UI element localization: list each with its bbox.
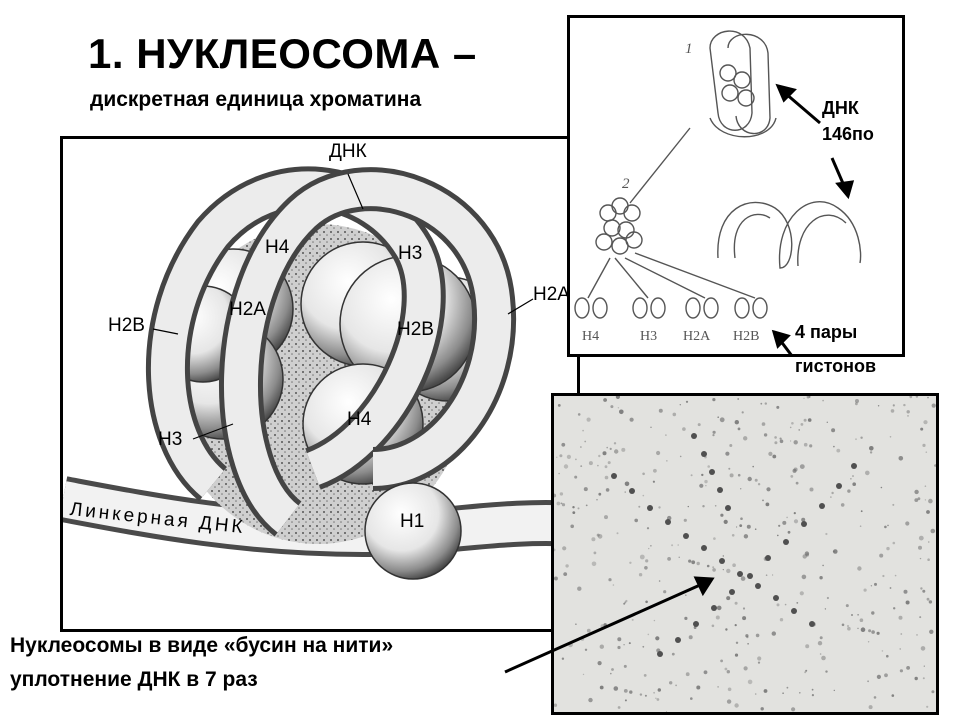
label-h2a-right: H2A (533, 284, 570, 305)
schema-h2a: H2A (683, 329, 711, 344)
nucleosome-illustration: ДНК H4 H3 H2A H2A H2B H2B H4 H3 H1 Линке… (58, 136, 580, 632)
micrograph-image (554, 396, 936, 712)
label-h1: H1 (400, 511, 425, 532)
schema-step-2: 2 (622, 176, 630, 192)
annotation-dna-line1: ДНК (822, 98, 859, 118)
schematic-drawing: 1 2 H4 H3 H2A H2B (574, 30, 862, 357)
page-title: 1. НУКЛЕОСОМА – (88, 30, 477, 77)
annotation-histones-line1: 4 пары (795, 322, 858, 342)
annotation-dna-line2: 146по (822, 124, 874, 144)
schema-h4: H4 (582, 329, 599, 344)
label-h4-top: H4 (265, 237, 290, 258)
label-dna: ДНК (329, 141, 367, 162)
schema-step-1: 1 (685, 41, 693, 57)
assembly-schematic: 1 2 H4 H3 H2A H2B (567, 15, 905, 357)
label-h3-top: H3 (398, 243, 423, 264)
label-h3-left: H3 (158, 429, 183, 450)
page-subtitle: дискретная единица хроматина (90, 88, 422, 111)
label-h2a-left: H2A (229, 299, 266, 320)
label-h4-center: H4 (347, 409, 372, 430)
nucleosome-drawing (58, 166, 579, 580)
label-h2b-left: H2B (108, 315, 145, 336)
schema-h2b: H2B (733, 329, 759, 344)
schema-h3: H3 (640, 329, 657, 344)
caption-line-1: Нуклеосомы в виде «бусин на нити» (10, 634, 394, 657)
caption-line-2: уплотнение ДНК в 7 раз (10, 668, 258, 691)
electron-micrograph (551, 393, 939, 715)
label-h2b-center: H2B (397, 319, 434, 340)
annotation-histones-line2: гистонов (795, 356, 877, 376)
